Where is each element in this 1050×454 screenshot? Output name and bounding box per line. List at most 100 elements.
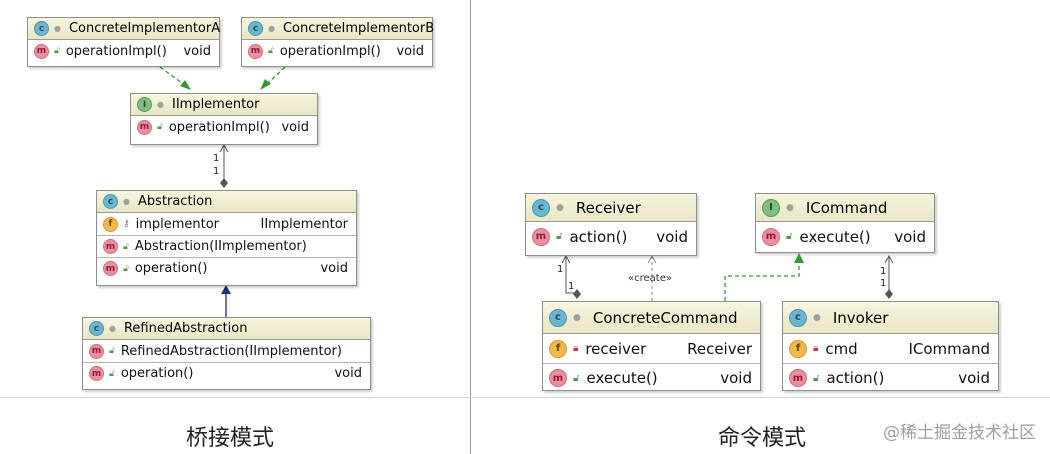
return-type: void (320, 261, 348, 276)
method-row[interactable]: m 🔓︎ operationImpl() void (28, 40, 219, 62)
package-visibility-icon: ● (268, 24, 275, 33)
method-name: action() (826, 369, 885, 387)
multiplicity-label: 1 (880, 278, 887, 289)
field-row[interactable]: f ⚷ implementor IImplementor (97, 213, 356, 235)
class-name: ConcreteImplementorA (68, 21, 221, 36)
public-visibility-icon: 🔓︎ (123, 241, 129, 252)
public-visibility-icon: 🔓︎ (573, 372, 580, 384)
method-row[interactable]: m 🔓︎ action() void (526, 222, 696, 251)
return-type: void (396, 43, 424, 59)
edge-invoker-aggregates-icommand (884, 254, 894, 299)
field-type: IImplementor (260, 216, 349, 232)
field-name: receiver (585, 339, 647, 358)
class-icon: c (34, 21, 49, 36)
constructor-name: RefinedAbstraction(IImplementor) (120, 343, 342, 359)
method-icon: m (549, 369, 567, 387)
method-icon: m (762, 227, 780, 246)
field-row[interactable]: f 🔒︎ receiver Receiver (543, 334, 760, 363)
package-visibility-icon: ● (157, 100, 164, 109)
class-icon: c (89, 321, 104, 336)
multiplicity-label: 1 (557, 264, 564, 275)
class-name: RefinedAbstraction (123, 321, 248, 336)
class-invoker[interactable]: c ● Invoker f 🔒︎ cmd ICommand m 🔓︎ actio… (782, 301, 999, 391)
command-pattern-caption: 命令模式 (718, 426, 807, 451)
class-concrete-implementor-a[interactable]: c ● ConcreteImplementorA m 🔓︎ operationI… (27, 17, 220, 67)
method-name: operationImpl() (65, 43, 167, 59)
class-receiver[interactable]: c ● Receiver m 🔓︎ action() void (525, 193, 697, 256)
class-refined-abstraction[interactable]: c ● RefinedAbstraction m 🔓︎ RefinedAbstr… (82, 317, 371, 390)
method-icon: m (789, 369, 807, 387)
method-icon: m (532, 227, 550, 246)
package-visibility-icon: ● (123, 197, 130, 206)
package-visibility-icon: ● (573, 312, 581, 323)
return-type: void (958, 369, 990, 387)
method-icon: m (89, 366, 104, 381)
method-row[interactable]: m 🔓︎ execute() void (756, 222, 934, 251)
field-icon: f (103, 216, 118, 232)
field-type: ICommand (908, 339, 990, 358)
multiplicity-label: 1 (880, 266, 887, 277)
multiplicity-label: 1 (568, 281, 575, 292)
method-name: operationImpl() (279, 43, 381, 59)
multiplicity-label: 1 (213, 166, 220, 177)
multiplicity-label: 1 (213, 153, 220, 164)
class-name: ConcreteCommand (592, 308, 738, 327)
method-name: operation() (120, 366, 194, 381)
method-row[interactable]: m 🔓︎ operation() void (97, 257, 356, 279)
interface-name: IImplementor (171, 97, 260, 112)
method-icon: m (34, 43, 49, 59)
return-type: void (894, 227, 926, 246)
package-visibility-icon: ● (813, 312, 821, 323)
field-row[interactable]: f 🔒︎ cmd ICommand (783, 334, 998, 363)
return-type: void (183, 43, 211, 59)
package-visibility-icon: ● (556, 202, 564, 213)
class-concrete-implementor-b[interactable]: c ● ConcreteImplementorB m 🔓︎ operationI… (241, 17, 434, 67)
public-visibility-icon: 🔓︎ (556, 231, 563, 242)
class-icon: c (103, 194, 118, 209)
package-visibility-icon: ● (54, 24, 61, 33)
method-name: action() (569, 227, 628, 246)
class-name: Abstraction (137, 194, 213, 209)
private-visibility-icon: 🔒︎ (813, 343, 819, 354)
field-name: implementor (135, 216, 220, 232)
interface-implementor[interactable]: I ● IImplementor m 🔓︎ operationImpl() vo… (130, 93, 318, 145)
class-name: Receiver (575, 198, 641, 217)
field-icon: f (789, 339, 807, 358)
class-abstraction[interactable]: c ● Abstraction f ⚷ implementor IImpleme… (96, 190, 357, 286)
method-row[interactable]: m 🔓︎ operation() void (83, 362, 370, 384)
class-icon: c (248, 21, 263, 36)
edge-refined-extends-abstraction (221, 285, 231, 317)
method-row[interactable]: m 🔓︎ action() void (783, 363, 998, 392)
method-icon: m (137, 119, 152, 135)
bridge-pattern-caption: 桥接模式 (186, 426, 275, 451)
public-visibility-icon: 🔓︎ (54, 46, 60, 56)
panel-divider (470, 0, 471, 454)
method-name: operationImpl() (168, 119, 270, 135)
create-stereotype-label: «create» (628, 273, 672, 284)
return-type: void (281, 119, 309, 135)
interface-name: ICommand (805, 198, 888, 217)
class-concrete-command[interactable]: c ● ConcreteCommand f 🔒︎ receiver Receiv… (542, 301, 761, 391)
package-visibility-icon: ● (109, 324, 116, 333)
watermark: @稀土掘金技术社区 (883, 423, 1036, 443)
field-name: cmd (825, 339, 858, 358)
method-name: operation() (134, 261, 208, 276)
return-type: void (334, 366, 362, 381)
method-row[interactable]: m 🔓︎ operationImpl() void (131, 116, 317, 138)
caption-divider (0, 397, 1050, 398)
interface-icommand[interactable]: I ● ICommand m 🔓︎ execute() void (755, 193, 935, 253)
class-icon: c (549, 308, 567, 327)
constructor-name: Abstraction(IImplementor) (134, 239, 307, 254)
constructor-row[interactable]: m 🔓︎ RefinedAbstraction(IImplementor) (83, 340, 370, 362)
edge-concretecommand-aggregates-receiver (561, 254, 581, 299)
method-row[interactable]: m 🔓︎ execute() void (543, 363, 760, 392)
edge-a-realizes-implementor (159, 66, 191, 90)
constructor-row[interactable]: m 🔓︎ Abstraction(IImplementor) (97, 235, 356, 257)
method-row[interactable]: m 🔓︎ operationImpl() void (242, 40, 432, 62)
private-visibility-icon: 🔒︎ (573, 343, 579, 354)
class-icon: c (532, 198, 550, 217)
protected-visibility-icon: ⚷ (123, 219, 130, 229)
public-visibility-icon: 🔓︎ (109, 346, 115, 356)
public-visibility-icon: 🔓︎ (813, 372, 820, 384)
